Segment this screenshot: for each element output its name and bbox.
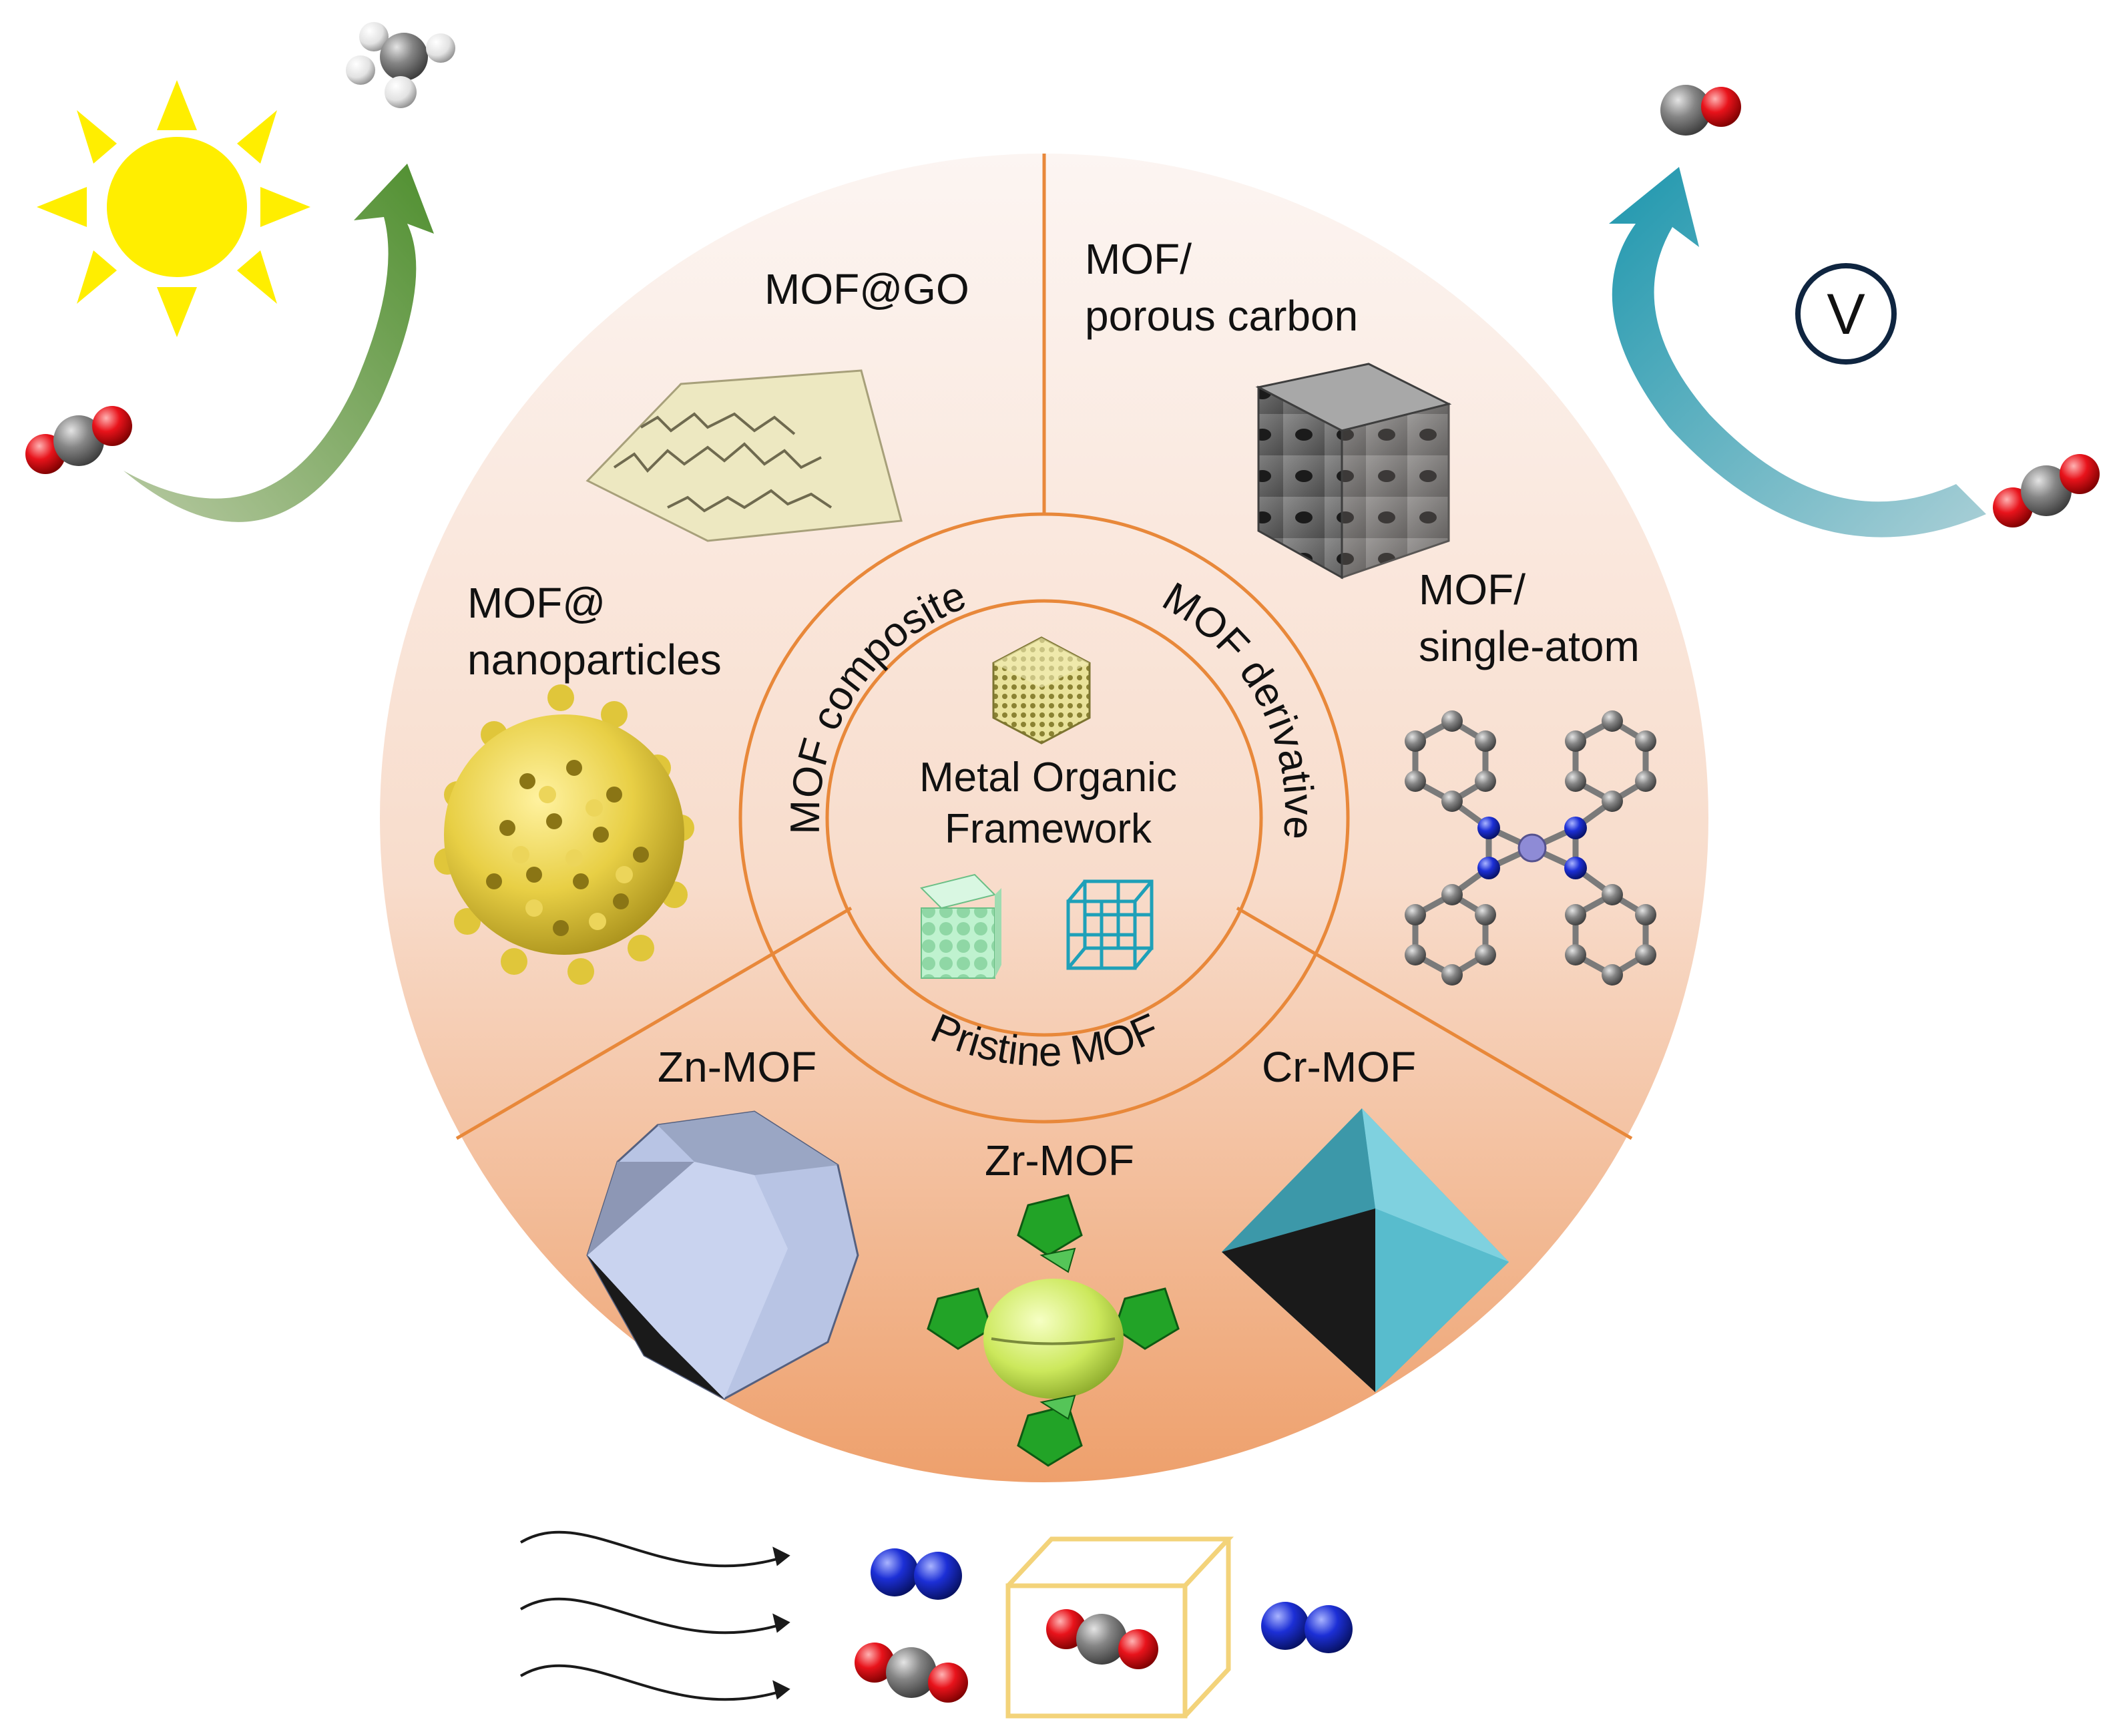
co2-molecule-icon bbox=[25, 406, 132, 474]
center-label-line2: Framework bbox=[945, 806, 1152, 852]
center-crystal-icon bbox=[992, 636, 1091, 744]
porous-carbon-cube-icon bbox=[1255, 363, 1452, 580]
label-mof-at: MOF@ bbox=[467, 579, 606, 627]
co2-molecule-icon-3 bbox=[855, 1643, 968, 1703]
svg-text:V: V bbox=[1827, 282, 1865, 347]
label-zr-mof: Zr-MOF bbox=[985, 1136, 1134, 1184]
co-molecule-icon bbox=[1660, 85, 1741, 136]
label-mof-slash: MOF/ bbox=[1085, 235, 1192, 283]
zn-mof-polyhedron-icon bbox=[586, 1110, 859, 1400]
photo-arrow bbox=[124, 164, 434, 522]
label-mof-go: MOF@GO bbox=[764, 265, 969, 313]
n2-molecule-icon bbox=[871, 1548, 962, 1600]
label-porous-carbon: porous carbon bbox=[1085, 292, 1358, 340]
center-label-line1: Metal Organic bbox=[919, 754, 1177, 801]
label-zn-mof: Zn-MOF bbox=[658, 1043, 816, 1091]
graphene-oxide-sheet-icon bbox=[585, 369, 903, 542]
co2-molecule-icon-4 bbox=[1046, 1609, 1158, 1669]
label-cr-mof: Cr-MOF bbox=[1262, 1043, 1416, 1091]
ring-inner bbox=[825, 599, 1263, 1037]
single-atom-molecule-icon bbox=[1405, 710, 1656, 986]
voltmeter-icon: V bbox=[1795, 263, 1897, 365]
label-single-atom: single-atom bbox=[1419, 622, 1640, 670]
ring-outer bbox=[738, 512, 1350, 1124]
nanoparticle-sphere-icon bbox=[434, 684, 694, 985]
co2-molecule-icon-2 bbox=[1993, 454, 2100, 527]
gas-flow-icon bbox=[519, 1530, 790, 1701]
zr-mof-cluster-icon bbox=[927, 1194, 1180, 1467]
label-nanoparticles: nanoparticles bbox=[467, 636, 722, 684]
n2-molecule-icon-2 bbox=[1261, 1602, 1353, 1653]
capture-box-icon bbox=[1005, 1536, 1234, 1719]
label-mof-slash-2: MOF/ bbox=[1419, 566, 1525, 614]
methane-molecule-icon bbox=[346, 22, 455, 108]
sector-dividers bbox=[455, 154, 1633, 1140]
cyan-lattice-icon bbox=[1066, 879, 1154, 970]
electro-arrow bbox=[1609, 167, 1986, 537]
cr-mof-octahedron-icon bbox=[1222, 1108, 1509, 1392]
green-lattice-icon bbox=[920, 873, 1001, 979]
sun-icon bbox=[37, 80, 310, 337]
